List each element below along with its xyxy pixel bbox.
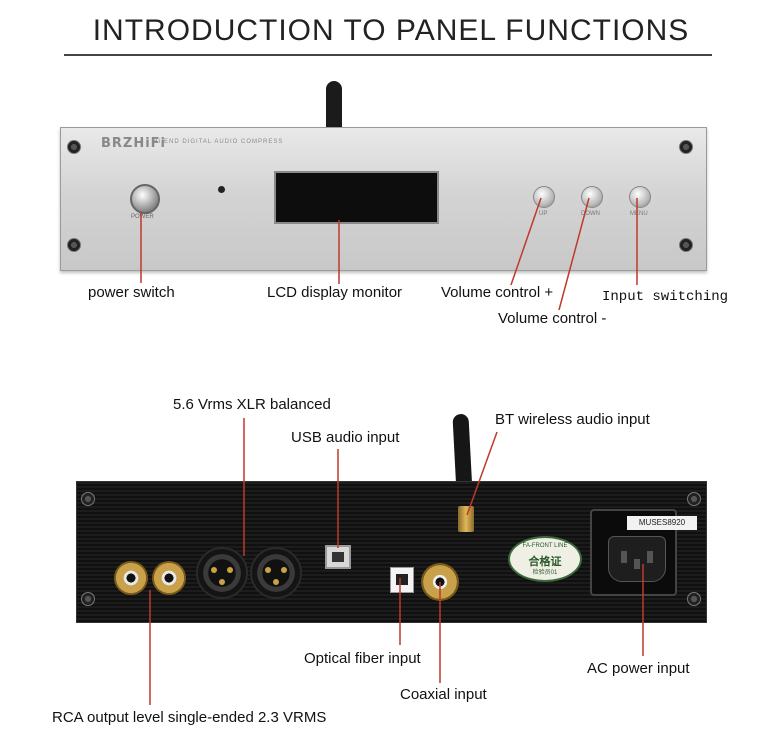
brand-subtitle: HI-END DIGITAL AUDIO COMPRESS bbox=[153, 139, 284, 145]
screw-icon bbox=[67, 238, 81, 252]
volume-up-button[interactable] bbox=[533, 186, 555, 208]
label-input-switching: Input switching bbox=[602, 289, 729, 305]
down-label: DOWN bbox=[581, 211, 600, 217]
screw-icon bbox=[81, 592, 95, 606]
menu-label: MENU bbox=[630, 211, 648, 217]
screw-icon bbox=[679, 140, 693, 154]
optical-port[interactable] bbox=[390, 567, 414, 593]
menu-button[interactable] bbox=[629, 186, 651, 208]
front-antenna bbox=[326, 81, 342, 129]
label-volume-up: Volume control + bbox=[441, 284, 554, 301]
sticker-main-text: 合格证 bbox=[528, 556, 562, 568]
label-bt-input: BT wireless audio input bbox=[495, 411, 650, 428]
front-panel: BRZHiFi HI-END DIGITAL AUDIO COMPRESS PO… bbox=[60, 127, 707, 271]
title-underline bbox=[64, 54, 712, 56]
sticker-bottom-text: 检验员01 bbox=[532, 570, 558, 576]
up-label: UP bbox=[539, 211, 548, 217]
volume-down-button[interactable] bbox=[581, 186, 603, 208]
callout-line-bt bbox=[466, 431, 498, 516]
status-led bbox=[218, 186, 225, 193]
label-lcd-display: LCD display monitor bbox=[267, 284, 403, 301]
qc-sticker: FA-FRONT LINE 合格证 检验员01 bbox=[508, 536, 582, 582]
screw-icon bbox=[687, 592, 701, 606]
screw-icon bbox=[687, 492, 701, 506]
brand-logo: BRZHiFi bbox=[101, 136, 167, 151]
screw-icon bbox=[81, 492, 95, 506]
lcd-display bbox=[274, 171, 439, 224]
screw-icon bbox=[67, 140, 81, 154]
label-coaxial-input: Coaxial input bbox=[400, 686, 487, 703]
power-button[interactable] bbox=[130, 184, 160, 214]
callout-line-volume-up bbox=[510, 197, 542, 286]
power-button-label: POWER bbox=[131, 214, 154, 220]
xlr-output-left[interactable] bbox=[196, 547, 248, 599]
rca-output-right[interactable] bbox=[152, 561, 186, 595]
sticker-top-text: FA-FRONT LINE bbox=[522, 543, 568, 549]
ac-module-label: MUSES8920 bbox=[627, 516, 697, 530]
callout-line-volume-down bbox=[558, 197, 590, 311]
label-optical-input: Optical fiber input bbox=[304, 650, 421, 667]
label-power-switch: power switch bbox=[88, 284, 175, 301]
antenna-connector bbox=[458, 506, 474, 532]
xlr-output-right[interactable] bbox=[250, 547, 302, 599]
page-title: INTRODUCTION TO PANEL FUNCTIONS bbox=[92, 14, 690, 47]
label-usb-input: USB audio input bbox=[291, 429, 400, 446]
screw-icon bbox=[679, 238, 693, 252]
rca-output-left[interactable] bbox=[114, 561, 148, 595]
ac-power-socket[interactable] bbox=[608, 536, 666, 582]
label-volume-down: Volume control - bbox=[498, 310, 607, 327]
label-xlr-balanced: 5.6 Vrms XLR balanced bbox=[173, 396, 331, 413]
label-ac-power: AC power input bbox=[587, 660, 690, 677]
label-rca-output: RCA output level single-ended 2.3 VRMS bbox=[52, 709, 327, 726]
